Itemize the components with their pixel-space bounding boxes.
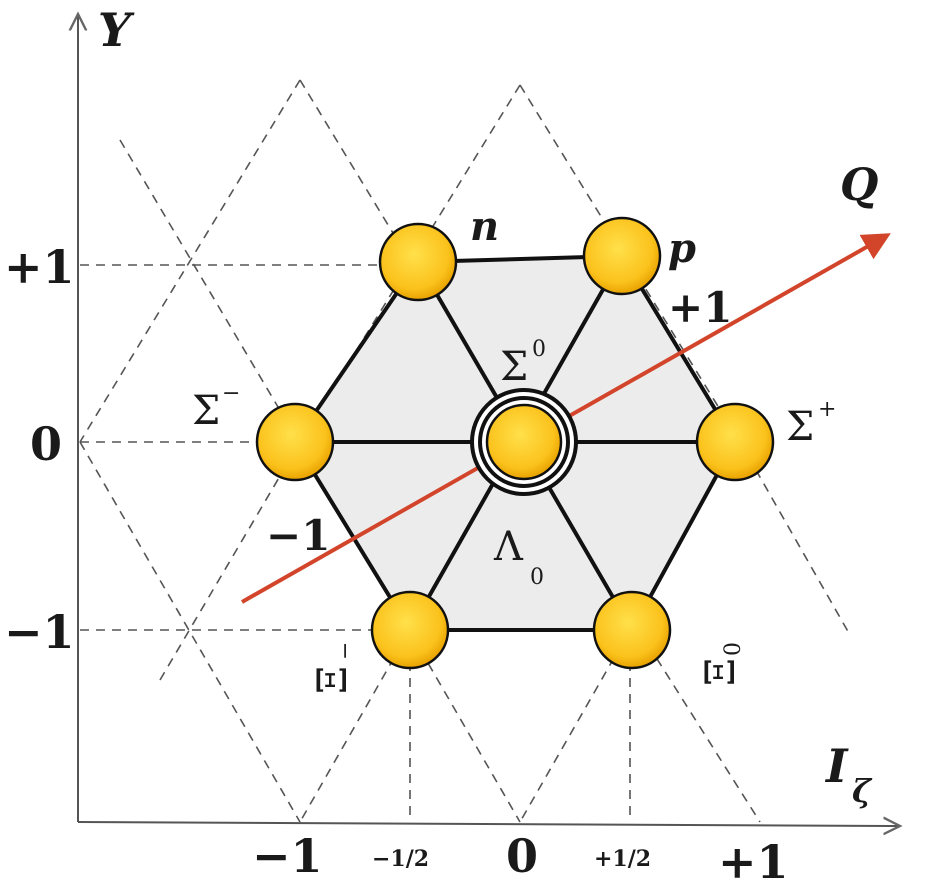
particle-sigma-plus-ball xyxy=(695,402,775,482)
charge-minus-one-label: −1 xyxy=(266,511,330,560)
particle-n-ball xyxy=(378,222,458,302)
svg-text:Ξ: Ξ xyxy=(310,666,356,694)
particle-lambda-zero-label: Λ 0 xyxy=(493,524,544,590)
charge-plus-one-label: +1 xyxy=(668,283,732,332)
particle-sigma-plus-label: Σ + xyxy=(786,397,836,450)
particle-p-ball xyxy=(582,216,662,296)
particle-xi-zero-ball xyxy=(592,590,672,670)
particle-xi-minus-ball xyxy=(370,590,450,670)
x-axis-subscript: ζ xyxy=(852,772,873,810)
svg-text:−: − xyxy=(333,642,358,660)
y-tick-0: 0 xyxy=(30,417,62,471)
particle-xi-minus-label: Ξ − xyxy=(310,642,358,694)
particle-p-label: p xyxy=(668,225,696,272)
svg-text:+: + xyxy=(818,397,836,422)
y-tick-plus-1: +1 xyxy=(4,240,75,294)
x-axis-label: I xyxy=(824,739,849,793)
particle-sigma-minus-label: Σ − xyxy=(192,381,240,434)
svg-text:Σ: Σ xyxy=(192,388,220,434)
svg-text:0: 0 xyxy=(721,642,746,656)
svg-text:0: 0 xyxy=(530,565,544,590)
particle-xi-zero-label: Ξ 0 xyxy=(698,642,746,686)
svg-text:Σ: Σ xyxy=(500,344,528,390)
particle-n-label: n xyxy=(470,203,499,250)
x-tick-minus-half: −1/2 xyxy=(372,846,429,872)
x-tick-plus-half: +1/2 xyxy=(594,846,651,872)
particle-center-ball xyxy=(485,403,563,481)
coordinate-axes xyxy=(78,14,900,826)
svg-text:Σ: Σ xyxy=(786,404,814,450)
x-tick-minus-1: −1 xyxy=(252,829,323,883)
y-axis-label: Y xyxy=(98,3,135,57)
particle-sigma-zero-label: Σ 0 xyxy=(500,337,546,390)
svg-text:Ξ: Ξ xyxy=(698,658,744,686)
y-tick-minus-1: −1 xyxy=(4,605,75,659)
particle-sigma-minus-ball xyxy=(255,402,335,482)
svg-text:Λ: Λ xyxy=(493,524,524,570)
particle-balls xyxy=(255,216,775,670)
x-tick-0: 0 xyxy=(506,829,538,883)
svg-text:−: − xyxy=(222,381,240,406)
x-tick-plus-1: +1 xyxy=(718,835,789,889)
svg-text:0: 0 xyxy=(532,337,546,362)
charge-axis-label: Q xyxy=(840,160,878,211)
